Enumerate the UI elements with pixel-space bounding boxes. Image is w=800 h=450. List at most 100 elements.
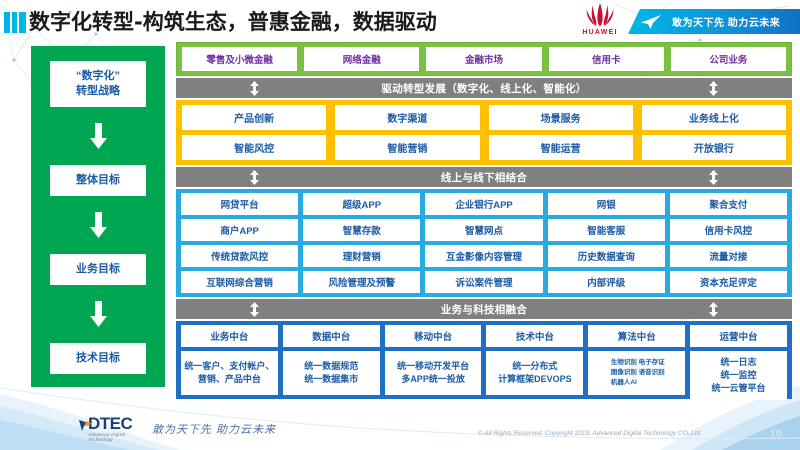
business-goal-2-3[interactable]: 历史数据查询 (547, 245, 665, 267)
huawei-wordmark: HUAWEI (582, 29, 618, 36)
slogan-banner: 敢为天下先 助力云未来 (628, 9, 800, 34)
dtec-wordmark: DTEC (88, 414, 133, 433)
business-goal-2-0[interactable]: 传统贷款风控 (181, 245, 299, 267)
double-arrow-icon (250, 169, 259, 185)
divider-bar-drive: 驱动转型发展（数字化、线上化、智能化） (176, 78, 792, 98)
tech-goal-column-0: 业务中台 统一客户、支付帐户、营销、产品中台 (181, 325, 278, 395)
overall-goal-0-3[interactable]: 业务线上化 (641, 105, 786, 130)
tech-goal-head-4[interactable]: 算法中台 (588, 325, 686, 347)
business-line-4[interactable]: 公司业务 (670, 47, 787, 71)
arrow-down-icon (89, 122, 107, 149)
business-goal-2-2[interactable]: 互金影像内容管理 (425, 245, 543, 267)
business-goal-1-2[interactable]: 智慧网点 (425, 219, 543, 241)
overall-goals-panel: 产品创新 数字渠道 场景服务 业务线上化 智能风控 智能营销 智能运营 开放银行 (176, 100, 792, 165)
double-arrow-icon (709, 80, 718, 96)
strategy-item-2[interactable]: 业务目标 (50, 254, 146, 285)
divider-bar-drive-label: 驱动转型发展（数字化、线上化、智能化） (381, 82, 587, 95)
business-goal-1-1[interactable]: 智慧存款 (303, 219, 421, 241)
tech-goal-column-1: 数据中台 统一数据规范 统一数据集市 (282, 325, 380, 395)
overall-goal-1-3[interactable]: 开放银行 (641, 135, 786, 160)
business-goal-0-4[interactable]: 聚合支付 (669, 193, 788, 215)
huawei-logo: HUAWEI (578, 2, 622, 40)
business-goal-1-0[interactable]: 商户APP (181, 219, 299, 241)
slide-header: 数字化转型-构筑生态，普惠金融，数据驱动 HUAWEI 敢为天下先 助力云未来 (0, 0, 800, 42)
business-goals-row-0: 网贷平台 超级APP 企业银行APP 网银 聚合支付 (181, 193, 788, 215)
tech-goal-body-3[interactable]: 统一分布式 计算框架DEVOPS (486, 351, 584, 395)
business-line-0[interactable]: 零售及小微金融 (182, 47, 298, 71)
tech-goal-head-5[interactable]: 运营中台 (690, 325, 787, 347)
overall-goal-1-2[interactable]: 智能运营 (488, 135, 633, 160)
arrow-down-icon (89, 301, 107, 327)
business-goal-3-4[interactable]: 资本充足评定 (669, 271, 788, 293)
double-arrow-icon (709, 169, 718, 185)
double-arrow-icon (250, 80, 259, 96)
overall-goal-1-0[interactable]: 智能风控 (182, 135, 327, 160)
business-goal-3-1[interactable]: 风险管理及预警 (303, 271, 421, 293)
business-goals-row-2: 传统贷款风控 理财营销 互金影像内容管理 历史数据查询 流量对接 (181, 245, 788, 267)
tech-goal-head-3[interactable]: 技术中台 (486, 325, 584, 347)
huawei-flower-icon (586, 3, 614, 27)
strategy-item-3[interactable]: 技术目标 (50, 343, 146, 374)
divider-bar-business-tech: 业务与科技相融合 (176, 299, 792, 319)
paper-plane-icon (641, 14, 661, 29)
business-goal-0-3[interactable]: 网银 (547, 193, 665, 215)
tech-goal-body-4[interactable]: 生物识别 电子存证 图像识别 语音识别 机器人AI (588, 351, 686, 395)
strategy-item-0[interactable]: “数字化” 转型战略 (50, 61, 146, 107)
layer-stack: 零售及小微金融 网络金融 金融市场 信用卡 公司业务 驱动转型发展（数字化、线上… (176, 42, 792, 401)
business-line-3[interactable]: 信用卡 (548, 47, 664, 71)
divider-bar-online-offline: 线上与线下相结合 (176, 167, 792, 187)
banner-text: 敢为天下先 助力云未来 (672, 18, 781, 29)
double-arrow-icon (709, 301, 718, 317)
business-goals-row-1: 商户APP 智慧存款 智慧网点 智能客服 信用卡风控 (181, 219, 788, 241)
overall-goal-1-1[interactable]: 智能营销 (335, 135, 480, 160)
business-goal-2-4[interactable]: 流量对接 (669, 245, 788, 267)
copyright-text: © All Rights Reserved. Copyright 2019, A… (478, 430, 701, 437)
overall-goals-row-1: 智能风控 智能营销 智能运营 开放银行 (182, 135, 786, 160)
business-goal-3-2[interactable]: 诉讼案件管理 (425, 271, 543, 293)
page-number: 10 (769, 428, 782, 440)
tech-goal-head-0[interactable]: 业务中台 (181, 325, 278, 347)
tech-goal-body-1[interactable]: 统一数据规范 统一数据集市 (282, 351, 380, 395)
tech-goal-body-5[interactable]: 统一日志 统一监控 统一云管平台 (690, 351, 787, 401)
dtec-tagline: Advanced Digital Technology (88, 432, 125, 442)
footer-slogan: 敢为天下先 助力云未来 (152, 424, 277, 436)
divider-bar-business-tech-label: 业务与科技相融合 (440, 303, 528, 316)
business-line-1[interactable]: 网络金融 (304, 47, 420, 71)
tech-goal-column-5: 运营中台 统一日志 统一监控 统一云管平台 (690, 325, 787, 401)
business-goal-0-1[interactable]: 超级APP (303, 193, 421, 215)
business-goal-2-1[interactable]: 理财营销 (303, 245, 421, 267)
tech-goal-column-2: 移动中台 统一移动开发平台 多APP统一投放 (384, 325, 482, 395)
tech-goal-column-3: 技术中台 统一分布式 计算框架DEVOPS (486, 325, 584, 395)
overall-goal-0-0[interactable]: 产品创新 (182, 105, 327, 130)
tech-goal-body-2[interactable]: 统一移动开发平台 多APP统一投放 (384, 351, 482, 395)
business-goals-row-3: 互联网综合营销 风险管理及预警 诉讼案件管理 内部评级 资本充足评定 (181, 271, 788, 293)
slide-footer: DTEC Advanced Digital Technology 敢为天下先 助… (0, 394, 800, 450)
arrow-down-icon (89, 211, 107, 238)
business-goals-panel: 网贷平台 超级APP 企业银行APP 网银 聚合支付 商户APP 智慧存款 智慧… (176, 189, 792, 297)
architecture-diagram: “数字化” 转型战略 整体目标 业务目标 技术目标 零售及小微金融 网络金融 金… (0, 42, 800, 401)
business-line-2[interactable]: 金融市场 (426, 47, 542, 71)
business-goal-0-0[interactable]: 网贷平台 (181, 193, 299, 215)
page-title: 数字化转型-构筑生态，普惠金融，数据驱动 (29, 10, 437, 34)
dtec-triangle-icon (79, 420, 92, 431)
tech-goals-panel: 业务中台 统一客户、支付帐户、营销、产品中台 数据中台 统一数据规范 统一数据集… (176, 321, 792, 401)
business-goal-1-4[interactable]: 信用卡风控 (669, 219, 788, 241)
business-goal-3-0[interactable]: 互联网综合营销 (181, 271, 299, 293)
dtec-logo: DTEC Advanced Digital Technology (79, 414, 150, 442)
overall-goal-0-1[interactable]: 数字渠道 (335, 105, 480, 130)
tech-goal-head-1[interactable]: 数据中台 (282, 325, 380, 347)
business-lines-band: 零售及小微金融 网络金融 金融市场 信用卡 公司业务 (176, 42, 792, 76)
title-accent-bars (4, 12, 26, 33)
business-goal-1-3[interactable]: 智能客服 (547, 219, 665, 241)
divider-bar-online-offline-label: 线上与线下相结合 (440, 171, 528, 184)
tech-goal-head-2[interactable]: 移动中台 (384, 325, 482, 347)
business-goal-3-3[interactable]: 内部评级 (547, 271, 665, 293)
tech-goal-body-0[interactable]: 统一客户、支付帐户、营销、产品中台 (181, 351, 278, 395)
overall-goal-0-2[interactable]: 场景服务 (488, 105, 633, 130)
overall-goals-row-0: 产品创新 数字渠道 场景服务 业务线上化 (182, 105, 786, 130)
double-arrow-icon (250, 301, 259, 317)
strategy-item-1[interactable]: 整体目标 (50, 164, 146, 196)
strategy-column: “数字化” 转型战略 整体目标 业务目标 技术目标 (31, 46, 165, 387)
business-goal-0-2[interactable]: 企业银行APP (425, 193, 543, 215)
tech-goal-column-4: 算法中台 生物识别 电子存证 图像识别 语音识别 机器人AI (588, 325, 686, 395)
